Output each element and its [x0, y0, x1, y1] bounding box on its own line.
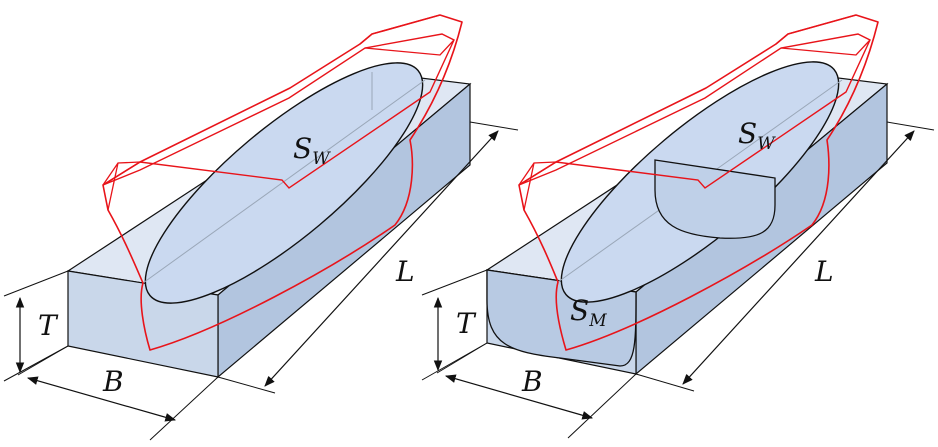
label-length: L — [395, 255, 415, 288]
draft-ext-top — [421, 269, 488, 296]
label-breadth: B — [521, 365, 543, 398]
length-ext-front — [217, 376, 276, 394]
hull-stern-rail — [359, 14, 455, 56]
breadth-ext-left — [17, 345, 69, 376]
length-ext-back — [886, 121, 935, 131]
label-draft: T — [38, 309, 59, 342]
label-waterplane: SW — [293, 132, 331, 169]
panel-right-midsection: SW SM L B T — [421, 14, 935, 439]
length-arrow — [264, 130, 499, 387]
length-ext-front — [635, 373, 695, 392]
breadth-ext-right — [149, 376, 219, 441]
length-arrow — [682, 130, 915, 385]
hull-bow-rail — [102, 161, 141, 211]
draft-ext-top — [3, 270, 69, 297]
label-length: L — [814, 255, 834, 288]
hull-bow-rail — [518, 161, 557, 211]
hull-stern-rail — [775, 14, 871, 56]
breadth-arrow — [444, 374, 594, 420]
breadth-ext-right — [567, 373, 637, 439]
breadth-arrow — [26, 376, 177, 422]
label-waterplane: SW — [738, 117, 776, 154]
panel-left-waterplane: SW L B T — [3, 14, 519, 441]
label-breadth: B — [102, 365, 124, 398]
breadth-ext-left — [436, 342, 488, 374]
label-draft: T — [456, 307, 477, 340]
label-midsection: SM — [570, 294, 607, 331]
length-ext-back — [469, 121, 519, 131]
